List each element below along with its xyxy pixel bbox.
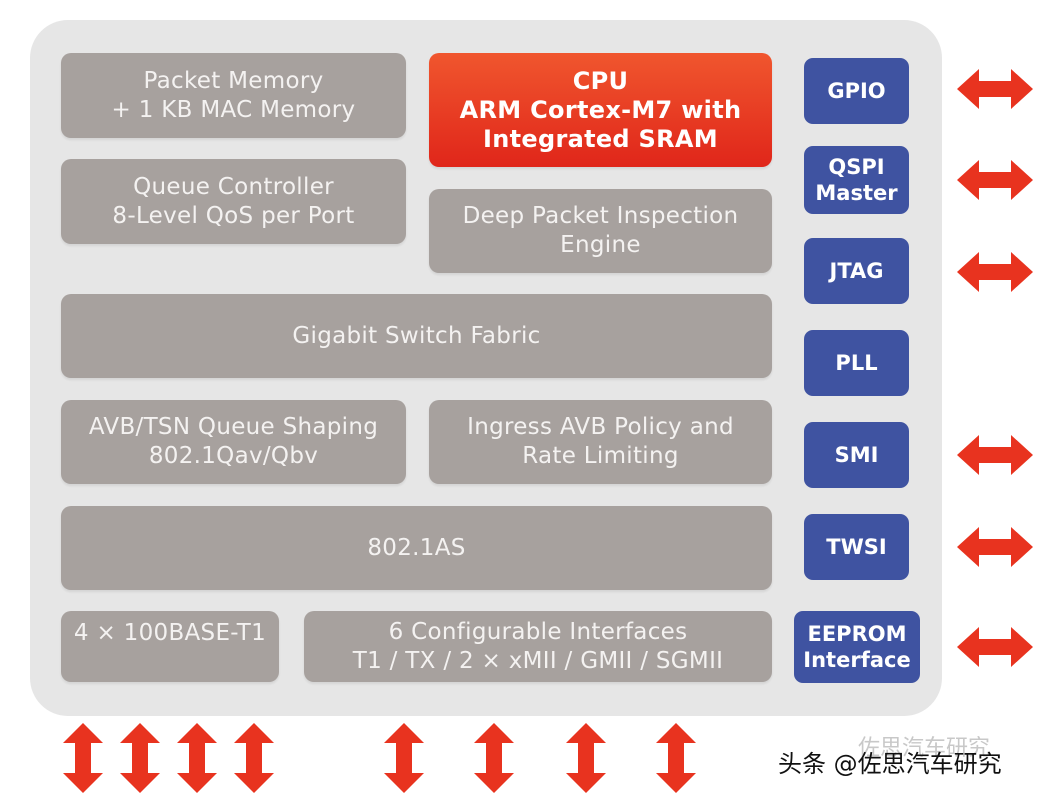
twsi-label: TWSI	[826, 535, 887, 559]
queue-controller-line2: 8-Level QoS per Port	[112, 202, 355, 229]
twsi-arrow-icon	[957, 527, 1033, 567]
queue-controller-line1: Queue Controller	[133, 173, 334, 200]
gpio-label: GPIO	[827, 79, 886, 103]
config-if-arrow-icon-1	[384, 723, 424, 793]
avb-tsn-line2: 802.1Qav/Qbv	[148, 443, 319, 469]
ingress-policy-block: Ingress AVB Policy and Rate Limiting	[429, 400, 772, 484]
switch-fabric-label: Gigabit Switch Fabric	[292, 322, 541, 349]
pll-pin: PLL	[804, 330, 909, 396]
configurable-interfaces-block: 6 Configurable Interfaces T1 / TX / 2 × …	[304, 611, 772, 682]
smi-pin: SMI	[804, 422, 909, 488]
eeprom-arrow-icon	[957, 627, 1033, 667]
packet-memory-block: Packet Memory + 1 KB MAC Memory	[61, 53, 406, 138]
dpi-engine-block: Deep Packet Inspection Engine	[429, 189, 772, 273]
config-if-arrow-icon-2	[474, 723, 514, 793]
cpu-block: CPU ARM Cortex-M7 with Integrated SRAM	[429, 53, 772, 167]
packet-memory-line1: Packet Memory	[143, 67, 324, 94]
pll-label: PLL	[835, 351, 878, 375]
base-t1-block: 4 × 100BASE-T1	[61, 611, 279, 682]
smi-label: SMI	[834, 443, 879, 467]
packet-memory-line2: + 1 KB MAC Memory	[111, 96, 356, 123]
base-t1-arrow-icon-3	[177, 723, 217, 793]
smi-arrow-icon	[957, 435, 1033, 475]
base-t1-arrow-icon-1	[63, 723, 103, 793]
ingress-line1: Ingress AVB Policy and	[467, 414, 734, 440]
twsi-pin: TWSI	[804, 514, 909, 580]
gpio-arrow-icon	[957, 69, 1033, 109]
config-if-arrow-icon-3	[566, 723, 606, 793]
cpu-line1: CPU	[572, 66, 629, 95]
dpi-line1: Deep Packet Inspection	[462, 203, 739, 229]
config-if-line1: 6 Configurable Interfaces	[388, 618, 688, 645]
queue-controller-block: Queue Controller 8-Level QoS per Port	[61, 159, 406, 244]
ingress-line2: Rate Limiting	[522, 443, 679, 469]
eeprom-line2: Interface	[803, 648, 911, 672]
base-t1-arrow-icon-4	[234, 723, 274, 793]
watermark-ghost: 佐思汽车研究	[858, 736, 991, 761]
eeprom-line1: EEPROM	[807, 622, 907, 646]
base-t1-label: 4 × 100BASE-T1	[73, 620, 267, 646]
eeprom-pin: EEPROM Interface	[794, 611, 920, 683]
jtag-arrow-icon	[957, 252, 1033, 292]
base-t1-arrow-icon-2	[120, 723, 160, 793]
gptp-block: 802.1AS	[61, 506, 772, 590]
cpu-line3: Integrated SRAM	[483, 124, 718, 153]
qspi-line2: Master	[815, 181, 898, 205]
config-if-arrow-icon-4	[656, 723, 696, 793]
qspi-pin: QSPI Master	[804, 146, 909, 214]
avb-tsn-line1: AVB/TSN Queue Shaping	[88, 414, 379, 440]
jtag-pin: JTAG	[804, 238, 909, 304]
jtag-label: JTAG	[829, 259, 884, 283]
watermark: 头条 @佐思汽车研究	[778, 750, 1002, 778]
avb-tsn-block: AVB/TSN Queue Shaping 802.1Qav/Qbv	[61, 400, 406, 484]
config-if-line2: T1 / TX / 2 × xMII / GMII / SGMII	[352, 647, 724, 674]
gptp-label: 802.1AS	[367, 534, 466, 561]
qspi-line1: QSPI	[828, 155, 885, 179]
switch-fabric-block: Gigabit Switch Fabric	[61, 294, 772, 378]
cpu-line2: ARM Cortex-M7 with	[459, 95, 742, 124]
qspi-arrow-icon	[957, 160, 1033, 200]
gpio-pin: GPIO	[804, 58, 909, 124]
dpi-line2: Engine	[560, 232, 641, 258]
